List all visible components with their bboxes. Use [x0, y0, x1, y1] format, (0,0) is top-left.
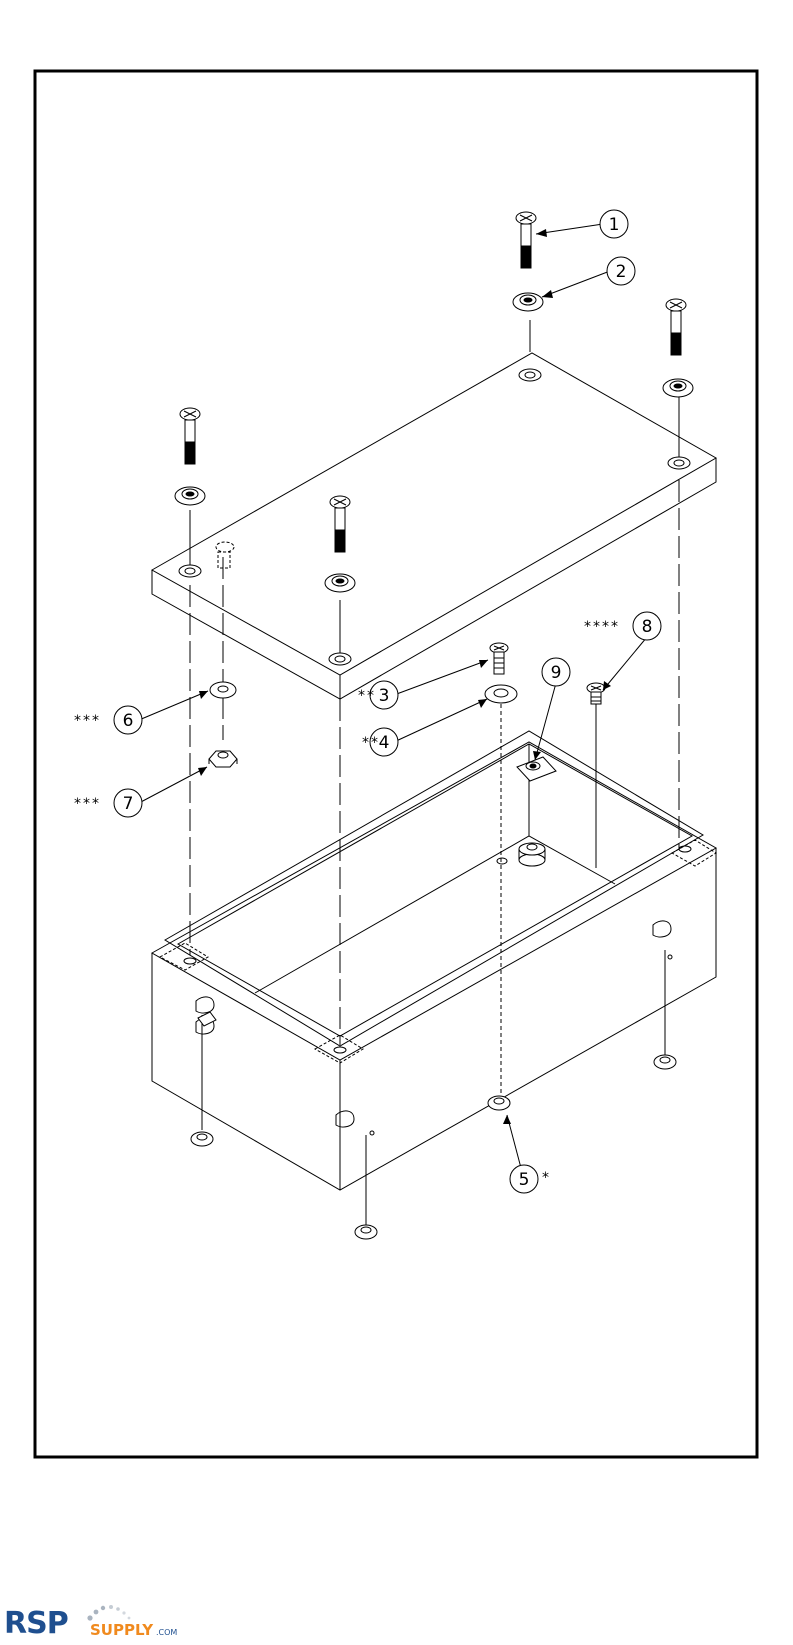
callout-note-mark: ***	[74, 713, 101, 729]
callout-number: 3	[379, 686, 390, 706]
callout-9: 9	[542, 658, 570, 686]
callout-4: 4**	[362, 728, 398, 756]
callout-7: 7 ***	[74, 789, 142, 817]
callout-number: 8	[642, 617, 653, 637]
nut-icon	[355, 1225, 377, 1239]
washer-icon	[175, 487, 205, 505]
nut-icon	[209, 751, 237, 767]
washer-icon	[485, 685, 517, 703]
washer-icon	[325, 574, 355, 592]
callout-number: 6	[123, 711, 134, 731]
screw-icon	[666, 299, 686, 355]
callout-number: 5	[519, 1170, 530, 1190]
logo-supply-text: SUPPLY	[90, 1621, 153, 1639]
callout-6: 6 ***	[74, 706, 142, 734]
screw-icon	[587, 683, 605, 704]
callout-note-mark: ****	[584, 619, 620, 635]
drawing-border	[35, 71, 757, 1457]
washer-icon	[663, 379, 693, 397]
callout-number: 2	[616, 262, 627, 282]
callout-note-mark: **	[362, 735, 380, 751]
callout-note-mark: *	[542, 1170, 551, 1186]
callout-number: 1	[609, 215, 620, 235]
enclosure-lid	[152, 353, 716, 699]
callout-1: 1	[600, 210, 628, 238]
enclosure-body	[152, 731, 716, 1190]
callout-8: 8 ****	[584, 612, 661, 640]
callout-group: 123**4**5*6***7***8****9	[74, 210, 661, 1193]
callout-number: 7	[123, 794, 134, 814]
callout-2: 2	[607, 257, 635, 285]
callout-note-mark: ***	[74, 796, 101, 812]
callout-number: 4	[379, 733, 390, 753]
logo-com-text: .COM	[156, 1628, 177, 1637]
callout-5: 5*	[510, 1165, 551, 1193]
nut-icon	[488, 1096, 510, 1110]
nut-icon	[654, 1055, 676, 1069]
screw-icon	[180, 408, 200, 464]
callout-note-mark: **	[358, 688, 376, 704]
screw-icon	[490, 643, 508, 674]
logo-rsp-text: RSP	[4, 1606, 68, 1641]
washer-icon	[513, 293, 543, 311]
nut-icon	[191, 1132, 213, 1146]
callout-number: 9	[551, 663, 562, 683]
screw-icon	[516, 212, 536, 268]
washer-icon	[210, 682, 236, 698]
rsp-supply-logo: RSP SUPPLY .COM	[4, 1604, 194, 1642]
